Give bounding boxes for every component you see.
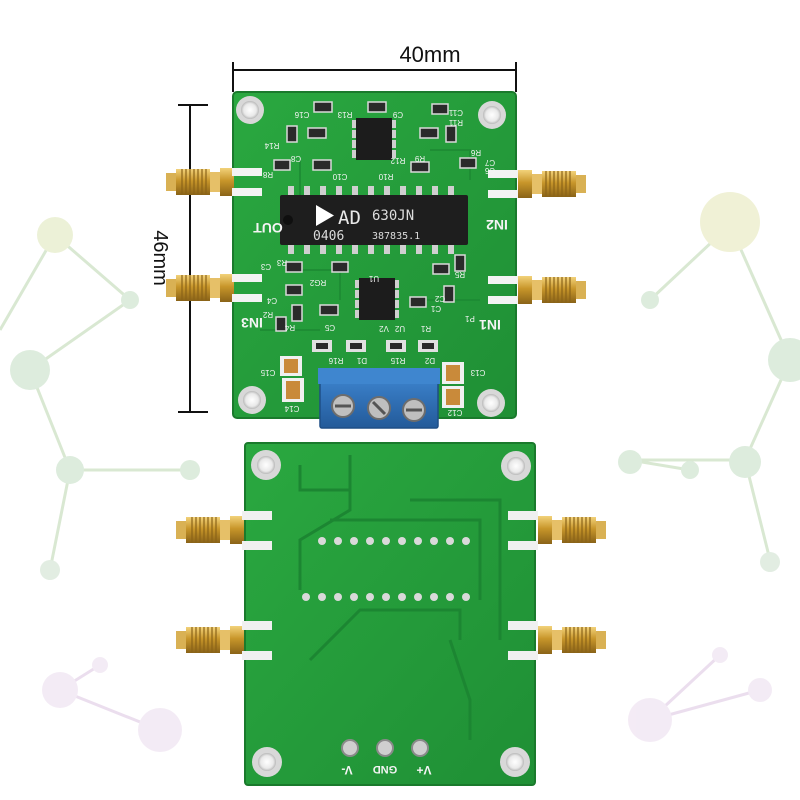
svg-text:R16: R16 xyxy=(328,356,343,365)
svg-text:C1: C1 xyxy=(430,304,441,313)
label-in2: IN2 xyxy=(486,217,508,233)
sma-connector-in2[interactable] xyxy=(488,169,587,199)
svg-text:C7: C7 xyxy=(484,158,495,167)
svg-text:R1: R1 xyxy=(420,324,431,333)
sma-connector-bottom-right-bottom[interactable] xyxy=(508,621,607,660)
pcb-bottom xyxy=(244,442,536,786)
svg-text:R10: R10 xyxy=(378,172,393,181)
sma-connector-bottom-left-bottom[interactable] xyxy=(175,621,272,660)
svg-text:C10: C10 xyxy=(332,172,347,181)
svg-text:D2: D2 xyxy=(424,356,435,365)
sma-connector-in3[interactable] xyxy=(165,273,262,303)
svg-text:C4: C4 xyxy=(266,296,277,305)
label-out: OUT xyxy=(253,220,283,236)
svg-text:D1: D1 xyxy=(356,356,367,365)
mounting-hole xyxy=(236,96,506,417)
svg-text:R2: R2 xyxy=(262,310,273,319)
top-board: AD 630JN 0406 387835.1 OUT IN3 IN2 IN1 xyxy=(165,91,587,429)
width-dimension: 40mm xyxy=(232,42,517,92)
ad630-chip: AD 630JN 0406 387835.1 xyxy=(280,186,468,254)
svg-text:V2: V2 xyxy=(379,324,389,333)
width-label: 40mm xyxy=(399,42,460,67)
sma-connector-in1[interactable] xyxy=(488,275,587,305)
silkscreen-labels: C16 R13 C9 C11 R11 R14 C8 R8 C10 R12 R9 … xyxy=(260,108,495,417)
height-dimension: 46mm xyxy=(149,104,208,413)
label-in1: IN1 xyxy=(479,317,501,333)
smd-components xyxy=(273,101,477,408)
svg-text:RG2: RG2 xyxy=(309,278,326,287)
mounting-hole xyxy=(251,450,531,777)
chip-logo-text: AD xyxy=(338,207,361,229)
svg-text:R12: R12 xyxy=(390,156,405,165)
svg-text:C12: C12 xyxy=(447,408,462,417)
svg-text:C9: C9 xyxy=(392,110,403,119)
height-label: 46mm xyxy=(149,230,171,286)
chip-date-code: 0406 xyxy=(313,229,344,244)
svg-text:R8: R8 xyxy=(262,170,273,179)
svg-text:P1: P1 xyxy=(465,314,475,323)
svg-text:C8: C8 xyxy=(290,154,301,163)
dip-solder-pads xyxy=(302,537,470,601)
label-vplus: V+ xyxy=(416,763,431,777)
svg-text:R9: R9 xyxy=(414,154,425,163)
svg-text:C5: C5 xyxy=(324,323,335,332)
label-in3: IN3 xyxy=(241,315,263,331)
svg-text:C11: C11 xyxy=(448,108,463,117)
sma-connector-out[interactable] xyxy=(165,167,262,197)
svg-text:R3: R3 xyxy=(276,258,287,267)
bottom-board: V- GND V+ xyxy=(175,442,607,786)
svg-text:C14: C14 xyxy=(284,404,299,413)
svg-text:C3: C3 xyxy=(260,262,271,271)
background-network xyxy=(0,192,800,752)
power-pins xyxy=(341,739,429,757)
svg-text:R11: R11 xyxy=(448,118,463,127)
sma-connector-bottom-left-top[interactable] xyxy=(175,511,272,550)
svg-text:C15: C15 xyxy=(260,368,275,377)
analog-devices-logo xyxy=(316,205,334,226)
svg-text:C13: C13 xyxy=(470,368,485,377)
label-gnd: GND xyxy=(373,763,398,775)
svg-text:R4: R4 xyxy=(284,323,295,332)
screw-terminal[interactable] xyxy=(318,368,440,429)
svg-text:U1: U1 xyxy=(368,274,379,283)
svg-text:U2: U2 xyxy=(394,324,405,333)
svg-text:C2: C2 xyxy=(434,294,445,303)
chip-lot-number: 387835.1 xyxy=(372,231,420,242)
svg-text:R13: R13 xyxy=(337,110,352,119)
label-vminus: V- xyxy=(341,763,352,777)
svg-text:R5: R5 xyxy=(454,270,465,279)
svg-text:C16: C16 xyxy=(294,110,309,119)
sma-connector-bottom-right-top[interactable] xyxy=(508,511,607,550)
op-amp-chip xyxy=(352,118,399,320)
svg-text:C6: C6 xyxy=(484,166,495,175)
svg-text:R14: R14 xyxy=(264,141,279,150)
svg-text:R15: R15 xyxy=(390,356,405,365)
chip-part-number: 630JN xyxy=(372,208,414,224)
svg-text:R6: R6 xyxy=(470,148,481,157)
